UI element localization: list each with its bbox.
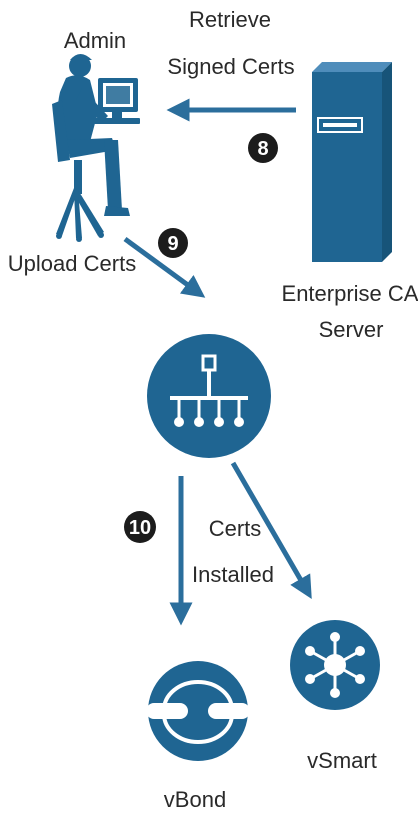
step-number-10: 10: [129, 517, 151, 539]
retrieve-label-line2: Signed Certs: [167, 54, 294, 79]
admin-at-computer-icon: [52, 54, 140, 242]
arrow-upload-certs: [123, 236, 206, 298]
vbond-icon: [146, 661, 250, 761]
vmanage-hierarchy-icon: [147, 334, 271, 458]
certs-installed-label-line1: Certs: [209, 516, 262, 541]
server-tower-icon: [312, 62, 392, 262]
admin-label: Admin: [64, 28, 126, 53]
ca-server-label-line2: Server: [319, 317, 384, 342]
vsmart-hub-icon: [290, 620, 380, 710]
upload-certs-label: Upload Certs: [8, 251, 136, 276]
certs-installed-label-line2: Installed: [192, 562, 274, 587]
ca-server-label-line1: Enterprise CA: [282, 281, 418, 306]
step-number-9: 9: [167, 233, 178, 255]
arrow-to-vsmart: [230, 461, 312, 599]
vsmart-label: vSmart: [307, 748, 377, 773]
step-badge-10: 10: [124, 511, 156, 543]
step-number-8: 8: [257, 138, 268, 160]
retrieve-label-line1: Retrieve: [189, 7, 271, 32]
step-badge-9: 9: [158, 228, 188, 258]
vbond-label: vBond: [164, 787, 226, 812]
step-badge-8: 8: [248, 133, 278, 163]
